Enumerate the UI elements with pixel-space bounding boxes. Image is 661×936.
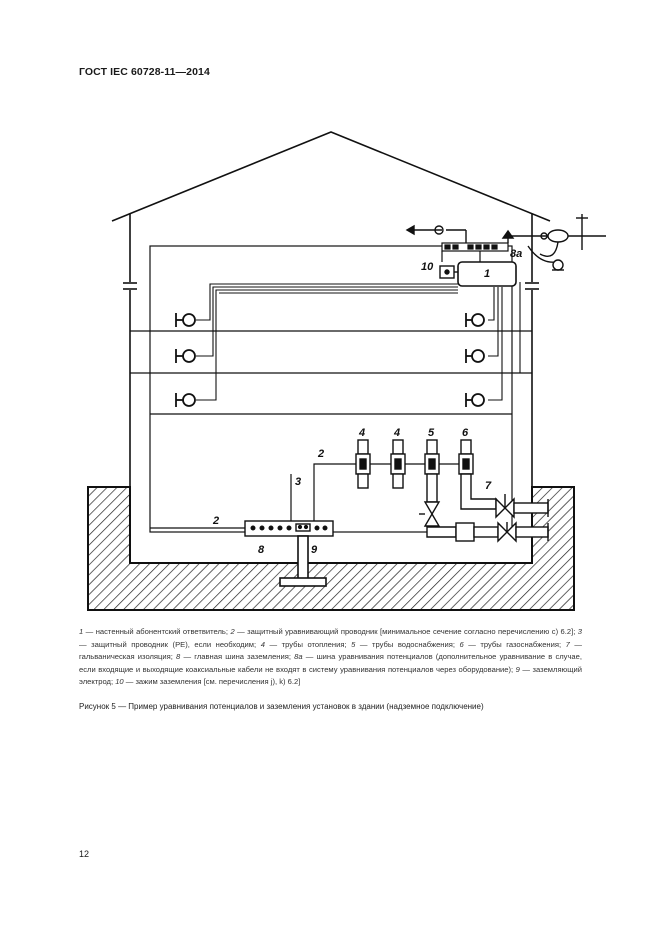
legend-num-10: 10 bbox=[115, 677, 124, 687]
grounding-clamp bbox=[439, 265, 458, 279]
equipotential-conductors bbox=[150, 463, 467, 529]
label-9: 9 bbox=[311, 544, 318, 556]
equipotential-bar-8a bbox=[441, 242, 509, 262]
legend-text-2: — защитный уравнивающий проводник [миним… bbox=[234, 627, 578, 636]
cable-output-arrow bbox=[405, 224, 467, 243]
figure-caption: Рисунок 5 — Пример уравнивания потенциал… bbox=[79, 702, 484, 711]
label-10: 10 bbox=[421, 261, 434, 273]
legend-num-5: 5 bbox=[351, 639, 356, 649]
label-2-lower: 2 bbox=[212, 515, 219, 527]
legend-text-4: — трубы отопления; bbox=[264, 639, 352, 649]
label-2-upper: 2 bbox=[317, 448, 324, 460]
legend-num-8a: 8a bbox=[294, 652, 303, 662]
pipes bbox=[355, 439, 474, 503]
gas-pipe-isolation bbox=[460, 473, 549, 519]
legend-num-9: 9 bbox=[515, 664, 520, 674]
wall-outlets-right bbox=[465, 313, 485, 407]
label-8a: 8a bbox=[510, 248, 522, 260]
label-5: 5 bbox=[428, 427, 435, 439]
grounding-diagram: 1 10 8a 2 2 3 4 4 5 6 7 8 9 bbox=[87, 131, 606, 611]
main-grounding-bar bbox=[244, 520, 334, 537]
legend-num-7: 7 bbox=[565, 639, 570, 649]
page-number: 12 bbox=[79, 849, 90, 859]
figure-labels: 1 10 8a 2 2 3 4 4 5 6 7 8 9 bbox=[212, 248, 522, 556]
water-pipe-valve bbox=[419, 501, 549, 543]
legend-num-6: 6 bbox=[459, 639, 464, 649]
legend-text-9: — заземляющий электрод; bbox=[79, 664, 582, 687]
legend-text-5: — трубы водоснабжения; bbox=[355, 639, 460, 649]
label-8: 8 bbox=[258, 544, 265, 556]
ground-electrode bbox=[279, 535, 327, 587]
figure-legend: 1 — настенный абонентский ответвитель; 2… bbox=[79, 626, 582, 689]
legend-text-8a: — шина уравнивания потенциалов (дополнит… bbox=[79, 652, 582, 674]
legend-text-3: — защитный проводник (PE), если необходи… bbox=[79, 639, 261, 649]
legend-num-2: 2 bbox=[230, 627, 235, 636]
building-walls bbox=[123, 214, 539, 564]
legend-text-1: — настенный абонентский ответвитель; bbox=[83, 627, 231, 636]
coaxial-cables bbox=[196, 282, 521, 401]
label-3: 3 bbox=[295, 476, 301, 488]
label-7: 7 bbox=[485, 480, 492, 492]
legend-num-8: 8 bbox=[176, 652, 181, 662]
legend-text-7: — гальваническая изоляция; bbox=[79, 639, 582, 662]
roof bbox=[111, 131, 551, 222]
label-4-first: 4 bbox=[358, 427, 365, 439]
label-1: 1 bbox=[484, 268, 490, 280]
document-header: ГОСТ IEC 60728-11—2014 bbox=[79, 66, 210, 78]
wall-outlets-left bbox=[175, 313, 196, 407]
legend-text-10: — зажим заземления [см. перечисления j),… bbox=[123, 677, 301, 687]
legend-num-1: 1 bbox=[79, 627, 84, 636]
legend-text-6: — трубы газоснабжения; bbox=[463, 639, 566, 649]
incoming-cable bbox=[501, 214, 606, 271]
legend-num-4: 4 bbox=[260, 639, 265, 649]
legend-num-3: 3 bbox=[577, 627, 582, 636]
label-4-second: 4 bbox=[393, 427, 400, 439]
legend-text-8: — главная шина заземления; bbox=[180, 652, 295, 662]
label-6: 6 bbox=[462, 427, 469, 439]
subscriber-tap bbox=[457, 261, 517, 287]
